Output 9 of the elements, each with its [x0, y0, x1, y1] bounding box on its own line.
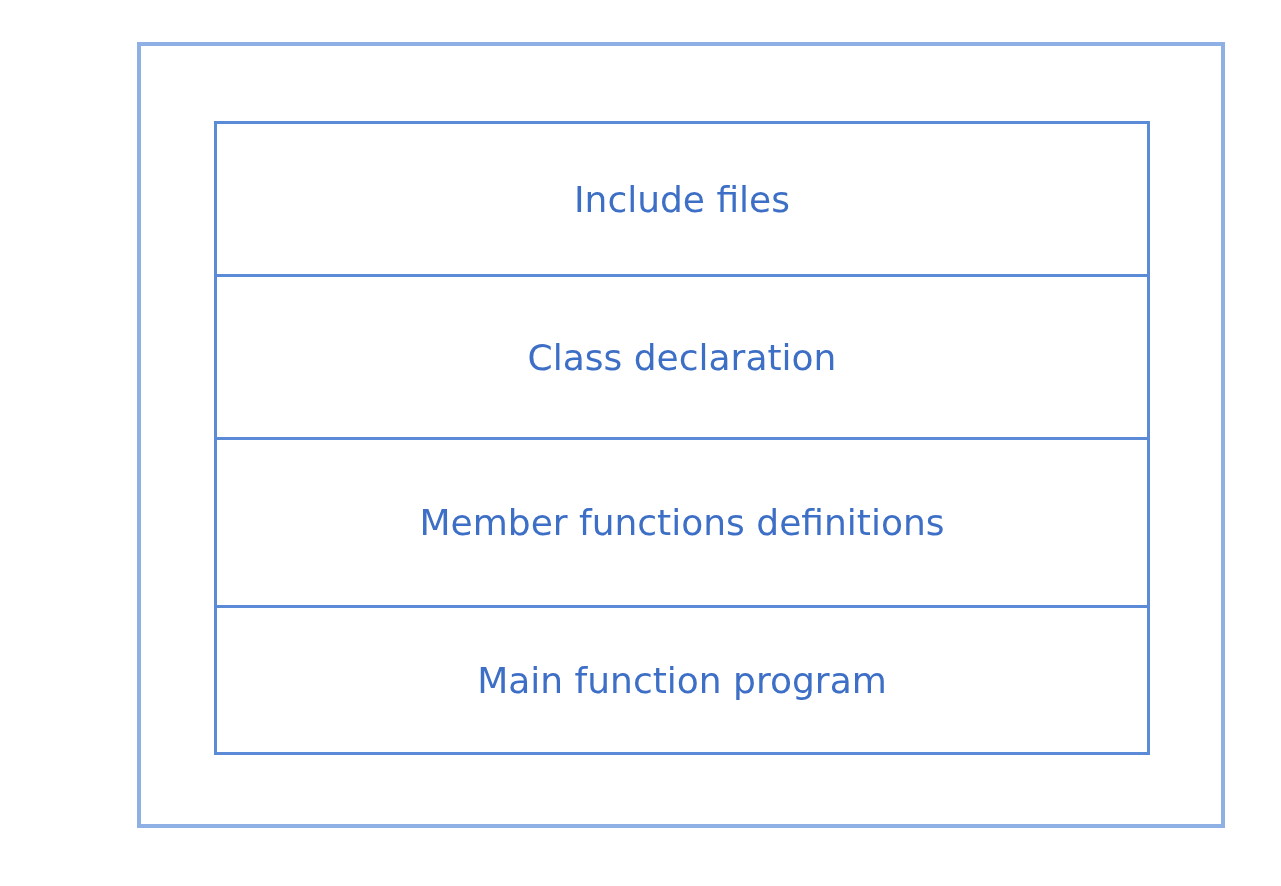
section-label: Main function program [477, 659, 887, 701]
section-label: Include files [573, 178, 791, 220]
section-band [214, 121, 1150, 277]
section-label: Class declaration [527, 336, 837, 378]
section-band [214, 437, 1150, 608]
section-band [214, 274, 1150, 440]
outer-frame [137, 42, 1225, 828]
section-band [214, 605, 1150, 755]
section-label: Member functions definitions [419, 502, 945, 543]
